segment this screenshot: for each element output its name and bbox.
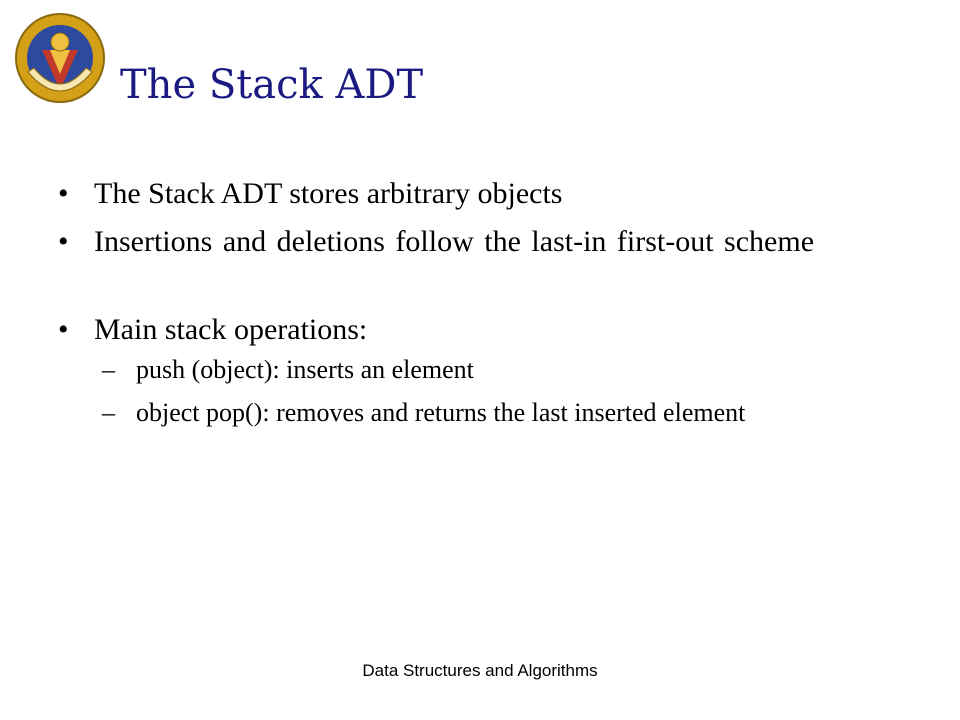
sub-bullet-item: – push (object): inserts an element [58, 354, 858, 386]
bullet-text: Main stack operations: [94, 313, 368, 346]
sub-bullet-marker: – [102, 355, 115, 384]
sub-bullet-marker: – [102, 398, 115, 427]
sub-bullet-text: push (object): inserts an element [136, 355, 474, 384]
university-crest-icon [15, 13, 105, 103]
slide-title: The Stack ADT [120, 62, 424, 108]
bullet-item: • Main stack operations: [58, 312, 858, 348]
bullet-text: Insertions and deletions follow the last… [94, 225, 815, 258]
bullet-marker: • [58, 313, 69, 346]
bullet-text: The Stack ADT stores arbitrary objects [94, 177, 563, 210]
slide-footer: Data Structures and Algorithms [362, 661, 598, 680]
bullet-marker: • [58, 177, 69, 210]
bullet-item: • Insertions and deletions follow the la… [58, 224, 858, 260]
sub-bullet-text: object pop(): removes and returns the la… [136, 398, 746, 427]
sub-bullet-item: – object pop(): removes and returns the … [58, 397, 858, 429]
bullet-marker: • [58, 225, 69, 258]
bullet-item: • The Stack ADT stores arbitrary objects [58, 176, 858, 212]
slide-body: • The Stack ADT stores arbitrary objects… [58, 176, 858, 440]
